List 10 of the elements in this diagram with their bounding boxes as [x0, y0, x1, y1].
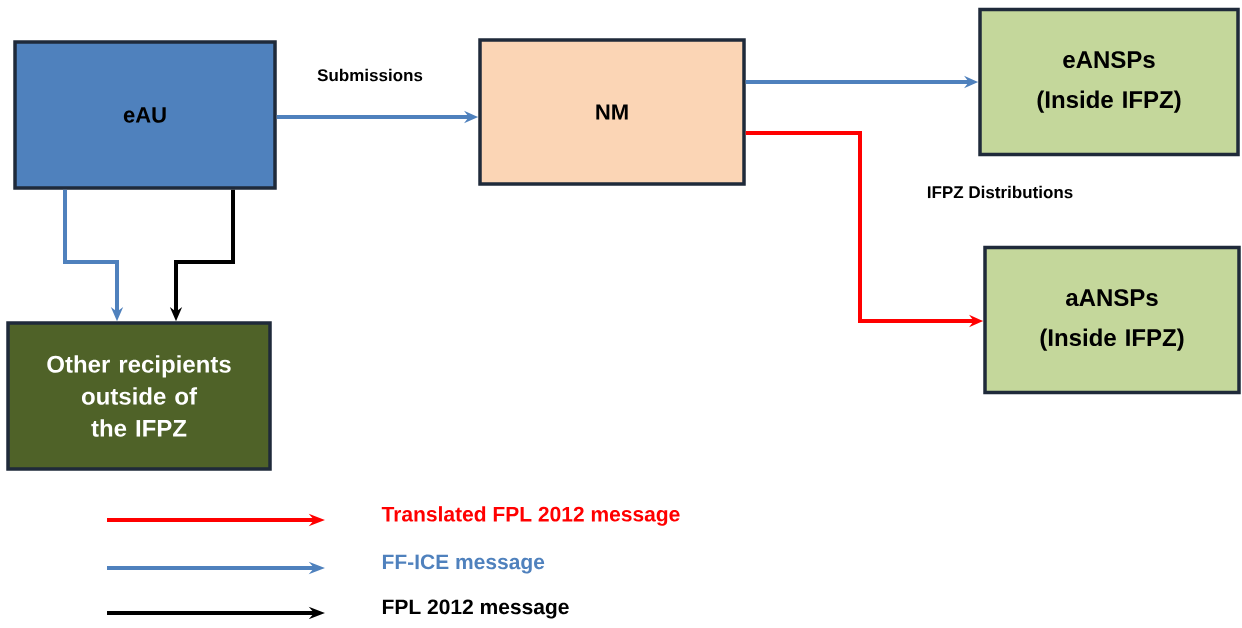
process-box: eAU [13, 40, 277, 190]
edge-label: Submissions [317, 68, 423, 82]
process-box: aANSPs (Inside IFPZ) [983, 245, 1241, 395]
process-box: Other recipients outside of the IFPZ [6, 321, 272, 471]
legend-label: Translated FPL 2012 message [381, 506, 680, 526]
process-box: eANSPs (Inside IFPZ) [978, 7, 1240, 157]
edge-label: IFPZ Distributions [927, 185, 1073, 199]
process-box: NM [478, 38, 746, 186]
legend-label: FPL 2012 message [382, 599, 569, 619]
legend-label: FF-ICE message [382, 554, 545, 574]
